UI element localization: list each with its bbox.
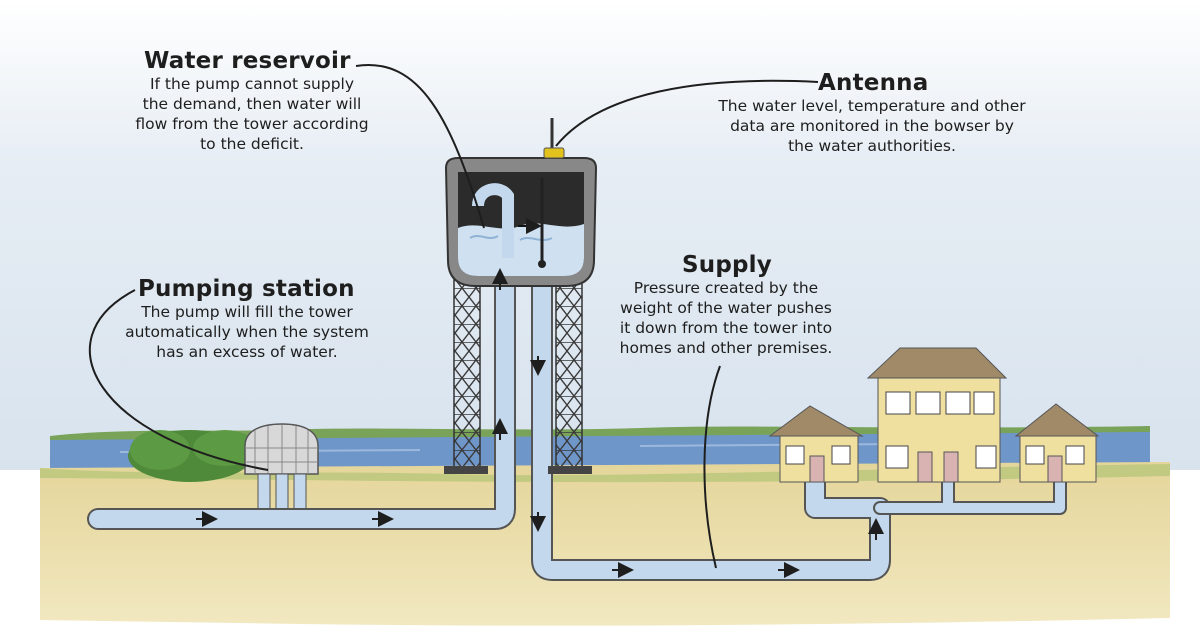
antenna-line: data are monitored in the bowser by <box>730 117 1014 135</box>
houses <box>768 347 1100 483</box>
pumping-station-description: The pump will fill the tower automatical… <box>104 302 390 362</box>
lake <box>50 430 1150 474</box>
antenna <box>543 118 565 159</box>
reservoir-line: If the pump cannot supply <box>149 75 355 93</box>
pumping-station-line: The pump will fill the tower <box>141 303 353 321</box>
bush <box>128 430 257 482</box>
reservoir-line: flow from the tower according <box>135 115 369 133</box>
leader-antenna <box>555 79 819 147</box>
antenna-line: the water authorities. <box>788 137 956 155</box>
leader-supply <box>703 365 721 569</box>
supply-line: homes and other premises. <box>619 339 833 357</box>
pumping-station-title: Pumping station <box>138 276 355 302</box>
pumping-station-callout: Pumping station The pump will fill the t… <box>104 276 390 362</box>
antenna-description: The water level, temperature and other d… <box>690 96 1054 156</box>
far-shore <box>50 426 1150 440</box>
water-tank <box>444 157 598 287</box>
leader-reservoir <box>355 63 485 229</box>
ground <box>40 462 1170 626</box>
supply-line: Pressure created by the <box>633 279 819 297</box>
supply-title: Supply <box>682 252 772 278</box>
supply-line: it down from the tower into <box>619 319 833 337</box>
reservoir-line: to the deficit. <box>200 135 304 153</box>
antenna-line: The water level, temperature and other <box>718 97 1026 115</box>
supply-description: Pressure created by the weight of the wa… <box>596 278 856 358</box>
leader-lines <box>89 63 819 569</box>
pumping-station-line: automatically when the system <box>125 323 369 341</box>
supply-line: weight of the water pushes <box>620 299 832 317</box>
reservoir-line: the demand, then water will <box>142 95 362 113</box>
pumping-station <box>244 423 319 513</box>
reservoir-title: Water reservoir <box>144 48 351 74</box>
reservoir-description: If the pump cannot supply the demand, th… <box>110 74 394 154</box>
leader-pumping <box>89 289 269 471</box>
flow-arrows <box>196 268 884 578</box>
reservoir-callout: Water reservoir If the pump cannot suppl… <box>110 48 394 154</box>
pumping-station-line: has an excess of water. <box>156 343 338 361</box>
antenna-title: Antenna <box>818 70 929 96</box>
antenna-callout: Antenna The water level, temperature and… <box>690 70 1054 156</box>
supply-callout: Supply Pressure created by the weight of… <box>596 252 856 358</box>
